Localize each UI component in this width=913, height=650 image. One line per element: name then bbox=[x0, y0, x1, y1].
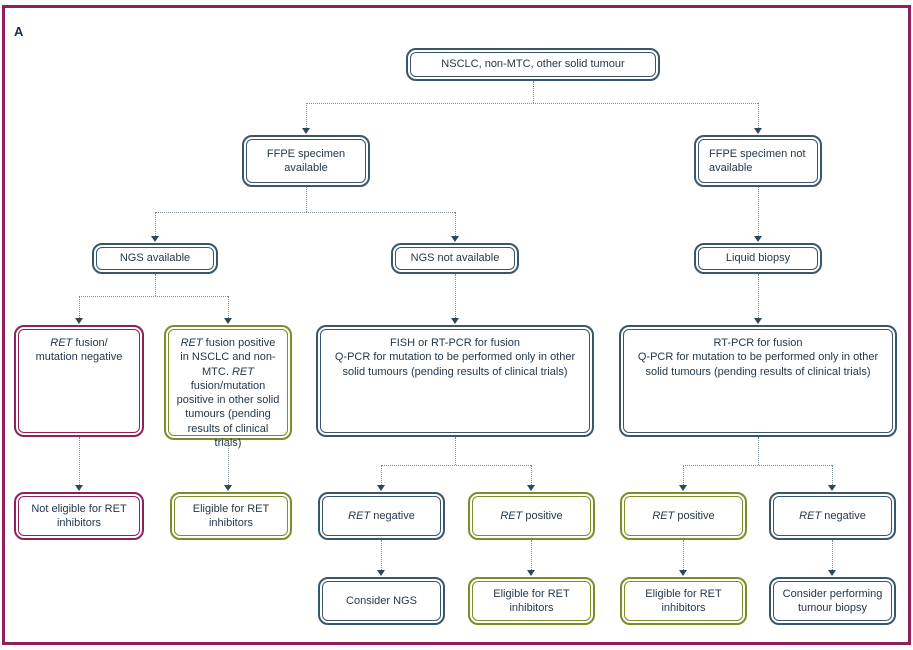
node-ret-fusion-mutation-negative: RET fusion/ mutation negative bbox=[14, 325, 144, 437]
node-fish-rtpcr-fusion: FISH or RT-PCR for fusion Q-PCR for muta… bbox=[316, 325, 594, 437]
edge-to-consider-tumour-biopsy bbox=[832, 540, 833, 570]
edge-to-ngs-not-available bbox=[455, 212, 456, 236]
node-ngs-not-available: NGS not available bbox=[391, 243, 519, 274]
edge-to-not-eligible bbox=[79, 437, 80, 485]
node-rtpcr-fusion: RT-PCR for fusion Q-PCR for mutation to … bbox=[619, 325, 897, 437]
edge-ffpe-available-branch bbox=[155, 212, 455, 213]
node-eligible-ret-inhibitors-2: Eligible for RET inhibitors bbox=[620, 577, 747, 625]
arrowhead-ret-negative-1 bbox=[377, 485, 385, 491]
edge-to-ret-negative-1 bbox=[381, 465, 382, 485]
arrowhead-consider-ngs bbox=[377, 570, 385, 576]
edge-ngs-available-trunk bbox=[155, 274, 156, 296]
edge-ngs-available-branch bbox=[79, 296, 228, 297]
node-eligible-ret-inhibitors-1: Eligible for RET inhibitors bbox=[468, 577, 595, 625]
edge-rtpcr-trunk bbox=[758, 437, 759, 465]
edge-to-ret-positive-ngs bbox=[228, 296, 229, 318]
node-consider-ngs: Consider NGS bbox=[318, 577, 445, 625]
edge-root-trunk bbox=[533, 81, 534, 103]
node-ffpe-available: FFPE specimen available bbox=[242, 135, 370, 187]
edge-root-branch bbox=[306, 103, 758, 104]
arrowhead-liquid-biopsy bbox=[754, 236, 762, 242]
node-root-tumour: NSCLC, non-MTC, other solid tumour bbox=[406, 48, 660, 81]
arrowhead-ffpe-available bbox=[302, 128, 310, 134]
arrowhead-ret-negative-ngs bbox=[75, 318, 83, 324]
edge-to-ffpe-available bbox=[306, 103, 307, 128]
node-ffpe-not-available: FFPE specimen not available bbox=[694, 135, 822, 187]
edge-rtpcr-branch bbox=[683, 465, 832, 466]
node-ngs-available: NGS available bbox=[92, 243, 218, 274]
edge-to-rtpcr bbox=[758, 274, 759, 318]
node-ret-negative-2: RET negative bbox=[769, 492, 896, 540]
node-ret-fusion-positive: RET fusion positive in NSCLC and non-MTC… bbox=[164, 325, 292, 449]
arrowhead-not-eligible bbox=[75, 485, 83, 491]
edge-ffpe-available-trunk bbox=[306, 187, 307, 212]
node-ret-positive-2: RET positive bbox=[620, 492, 747, 540]
edge-fish-trunk bbox=[455, 437, 456, 465]
arrowhead-ret-positive-1 bbox=[527, 485, 535, 491]
arrowhead-fish-rtpcr bbox=[451, 318, 459, 324]
arrowhead-ret-positive-2 bbox=[679, 485, 687, 491]
edge-to-ret-negative-2 bbox=[832, 465, 833, 485]
arrowhead-eligible-ngs bbox=[224, 485, 232, 491]
arrowhead-rtpcr bbox=[754, 318, 762, 324]
edge-to-ret-positive-1 bbox=[531, 465, 532, 485]
arrowhead-ngs-not-available bbox=[451, 236, 459, 242]
edge-to-liquid-biopsy bbox=[758, 187, 759, 236]
arrowhead-consider-tumour-biopsy bbox=[828, 570, 836, 576]
node-eligible-ret-inhibitors-ngs: Eligible for RET inhibitors bbox=[170, 492, 292, 540]
edge-to-consider-ngs bbox=[381, 540, 382, 570]
edge-to-eligible-1 bbox=[531, 540, 532, 570]
node-liquid-biopsy: Liquid biopsy bbox=[694, 243, 822, 274]
node-ret-positive-1: RET positive bbox=[468, 492, 595, 540]
edge-to-eligible-2 bbox=[683, 540, 684, 570]
node-consider-tumour-biopsy: Consider performing tumour biopsy bbox=[769, 577, 896, 625]
arrowhead-eligible-1 bbox=[527, 570, 535, 576]
edge-to-ffpe-not-available bbox=[758, 103, 759, 128]
arrowhead-ngs-available bbox=[151, 236, 159, 242]
edge-to-eligible-ngs bbox=[228, 440, 229, 485]
edge-to-ret-positive-2 bbox=[683, 465, 684, 485]
arrowhead-ret-positive-ngs bbox=[224, 318, 232, 324]
edge-fish-branch bbox=[381, 465, 531, 466]
edge-to-ret-negative-ngs bbox=[79, 296, 80, 318]
node-not-eligible-ret-inhibitors: Not eligible for RET inhibitors bbox=[14, 492, 144, 540]
arrowhead-ffpe-not-available bbox=[754, 128, 762, 134]
node-ret-negative-1: RET negative bbox=[318, 492, 445, 540]
panel-label: A bbox=[14, 24, 24, 39]
arrowhead-ret-negative-2 bbox=[828, 485, 836, 491]
edge-to-fish-rtpcr bbox=[455, 274, 456, 318]
arrowhead-eligible-2 bbox=[679, 570, 687, 576]
edge-to-ngs-available bbox=[155, 212, 156, 236]
